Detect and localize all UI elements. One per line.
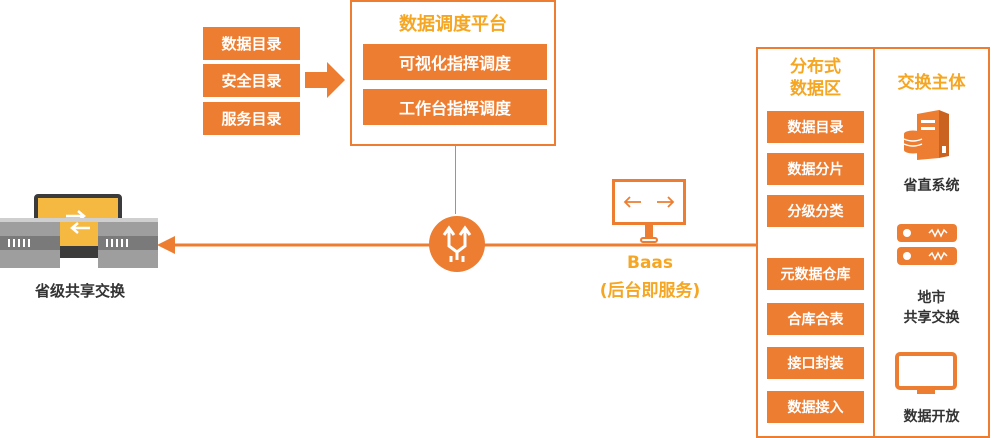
- arrow-right-icon: [305, 62, 345, 98]
- municipal-exchange-label: 地市 共享交换: [903, 290, 960, 326]
- distributed-zone-title: 分布式 数据区: [790, 57, 841, 99]
- exchange-subject-title: 交换主体: [897, 73, 966, 93]
- distributed-item-sharding: 数据分片: [767, 153, 864, 185]
- platform-connector-line: [455, 146, 456, 214]
- distributed-item-catalog: 数据目录: [767, 111, 864, 143]
- rack-rail: [0, 218, 158, 222]
- laptop-base-icon: [24, 250, 132, 258]
- catalog-item-data: 数据目录: [203, 27, 300, 60]
- server-right-icon: [98, 222, 158, 268]
- distributed-item-interface-wrap: 接口封装: [767, 347, 864, 379]
- platform-item-workbench: 工作台指挥调度: [363, 89, 547, 125]
- distributed-item-classification: 分级分类: [767, 195, 864, 227]
- hub-router-icon: [429, 216, 485, 272]
- distributed-item-data-ingest: 数据接入: [767, 391, 864, 423]
- provincial-exchange-label: 省级共享交换: [34, 282, 125, 300]
- catalog-item-security: 安全目录: [203, 64, 300, 97]
- catalog-item-service: 服务目录: [203, 102, 300, 135]
- municipal-server-icon: [897, 224, 957, 268]
- platform-title: 数据调度平台: [399, 14, 507, 35]
- baas-monitor-icon: [612, 179, 686, 225]
- baas-monitor-foot: [640, 237, 658, 243]
- provincial-system-label: 省直系统: [903, 178, 960, 194]
- provincial-system-icon: [903, 108, 951, 162]
- server-left-icon: [0, 222, 60, 268]
- data-open-monitor-icon: [895, 352, 957, 396]
- distributed-zone-frame: [756, 47, 875, 438]
- data-open-label: 数据开放: [903, 409, 960, 425]
- baas-monitor-stand: [645, 225, 653, 239]
- distributed-item-merge-tables: 合库合表: [767, 303, 864, 335]
- baas-title: Baas: [626, 253, 674, 273]
- platform-item-visual: 可视化指挥调度: [363, 44, 547, 80]
- distributed-item-metadata-warehouse: 元数据仓库: [767, 258, 864, 290]
- baas-subtitle: (后台即服务): [599, 281, 701, 301]
